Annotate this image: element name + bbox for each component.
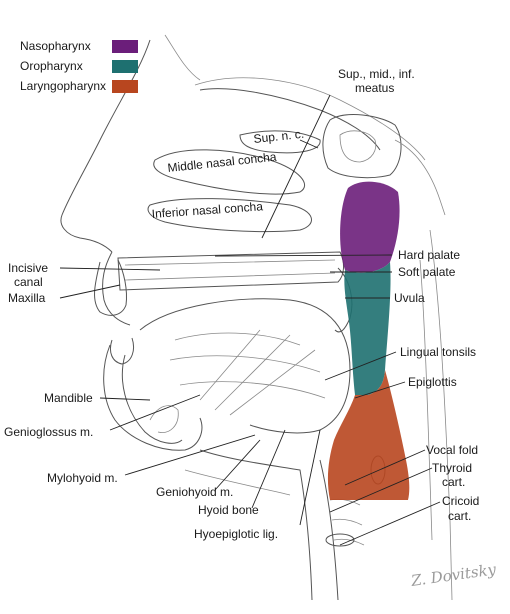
superior-concha (239, 130, 321, 154)
leader-lines (59, 94, 441, 546)
label-thyroid-cart: cart. (442, 475, 465, 489)
legend-swatch-nasopharynx (112, 40, 138, 53)
mandible-outline (103, 344, 203, 451)
label-hard-palate: Hard palate (398, 248, 460, 262)
leader-lingual-tonsils (324, 351, 397, 381)
leader-mylohyoid (124, 434, 256, 476)
leader-meatus (261, 94, 331, 239)
label-geniohyoid: Geniohyoid m. (156, 485, 233, 499)
label-cricoid: Cricoid (442, 494, 479, 508)
label-hyoepiglottic: Hyoepiglotic lig. (194, 527, 278, 541)
inferior-concha (147, 198, 312, 233)
label-vocal-fold: Vocal fold (426, 443, 478, 457)
label-inferior-concha: Inferior nasal concha (151, 199, 263, 221)
leader-epiglottis (354, 381, 406, 399)
upper-lip-outline (102, 251, 131, 326)
tongue-outline (139, 298, 351, 434)
label-middle-concha: Middle nasal concha (167, 150, 278, 175)
leader-sup-nc (299, 139, 319, 149)
legend-swatch-laryngopharynx (112, 80, 138, 93)
label-sup-nc: Sup. n. c. (253, 127, 305, 146)
oropharynx-region (344, 262, 391, 395)
hard-palate-bone (117, 251, 344, 291)
leader-geniohyoid (214, 439, 261, 491)
nose-outline (60, 39, 151, 253)
legend-label-laryngopharynx: Laryngopharynx (20, 79, 106, 93)
legend-swatch-oropharynx (112, 60, 138, 73)
label-hyoid: Hyoid bone (198, 503, 259, 517)
leader-vocal-fold (344, 449, 426, 486)
leader-mandible (99, 397, 151, 401)
label-cricoid-cart: cart. (448, 509, 471, 523)
label-mylohyoid: Mylohyoid m. (47, 471, 118, 485)
neck-front (199, 449, 313, 601)
anatomy-illustration (60, 34, 453, 601)
middle-concha (153, 149, 306, 195)
label-lingual-tonsils: Lingual tonsils (400, 345, 476, 359)
legend: Nasopharynx Oropharynx Laryngopharynx (20, 39, 138, 93)
label-canal: canal (14, 275, 43, 289)
leader-genioglossus (109, 394, 201, 431)
leader-hyoid (251, 429, 286, 509)
upper-incisor (94, 259, 127, 316)
nasopharynx-region (340, 181, 400, 273)
label-thyroid: Thyroid (432, 461, 472, 475)
leader-thyroid (329, 467, 433, 513)
label-meatus: meatus (355, 81, 394, 95)
leader-maxilla (59, 284, 121, 299)
label-sup-mid-inf: Sup., mid., inf. (338, 67, 415, 81)
leader-incisive-canal (59, 267, 161, 271)
pharynx-regions (327, 181, 410, 500)
leader-hard-palate (214, 254, 393, 257)
leader-cricoid (339, 501, 441, 546)
label-uvula: Uvula (394, 291, 425, 305)
label-soft-palate: Soft palate (398, 265, 456, 279)
sphenoid-sinus (322, 114, 402, 179)
laryngopharynx-region (327, 370, 410, 500)
label-genioglossus: Genioglossus m. (4, 425, 93, 439)
label-epiglottis: Epiglottis (408, 375, 457, 389)
legend-label-nasopharynx: Nasopharynx (20, 39, 91, 53)
leader-hyoepiglottic (299, 429, 321, 526)
label-incisive: Incisive (8, 261, 48, 275)
legend-label-oropharynx: Oropharynx (20, 59, 83, 73)
label-maxilla: Maxilla (8, 291, 46, 305)
label-mandible: Mandible (44, 391, 93, 405)
labels: Sup., mid., inf. meatus Sup. n. c. Middl… (4, 67, 479, 541)
artist-signature: Z. Dovitsky (409, 560, 497, 590)
